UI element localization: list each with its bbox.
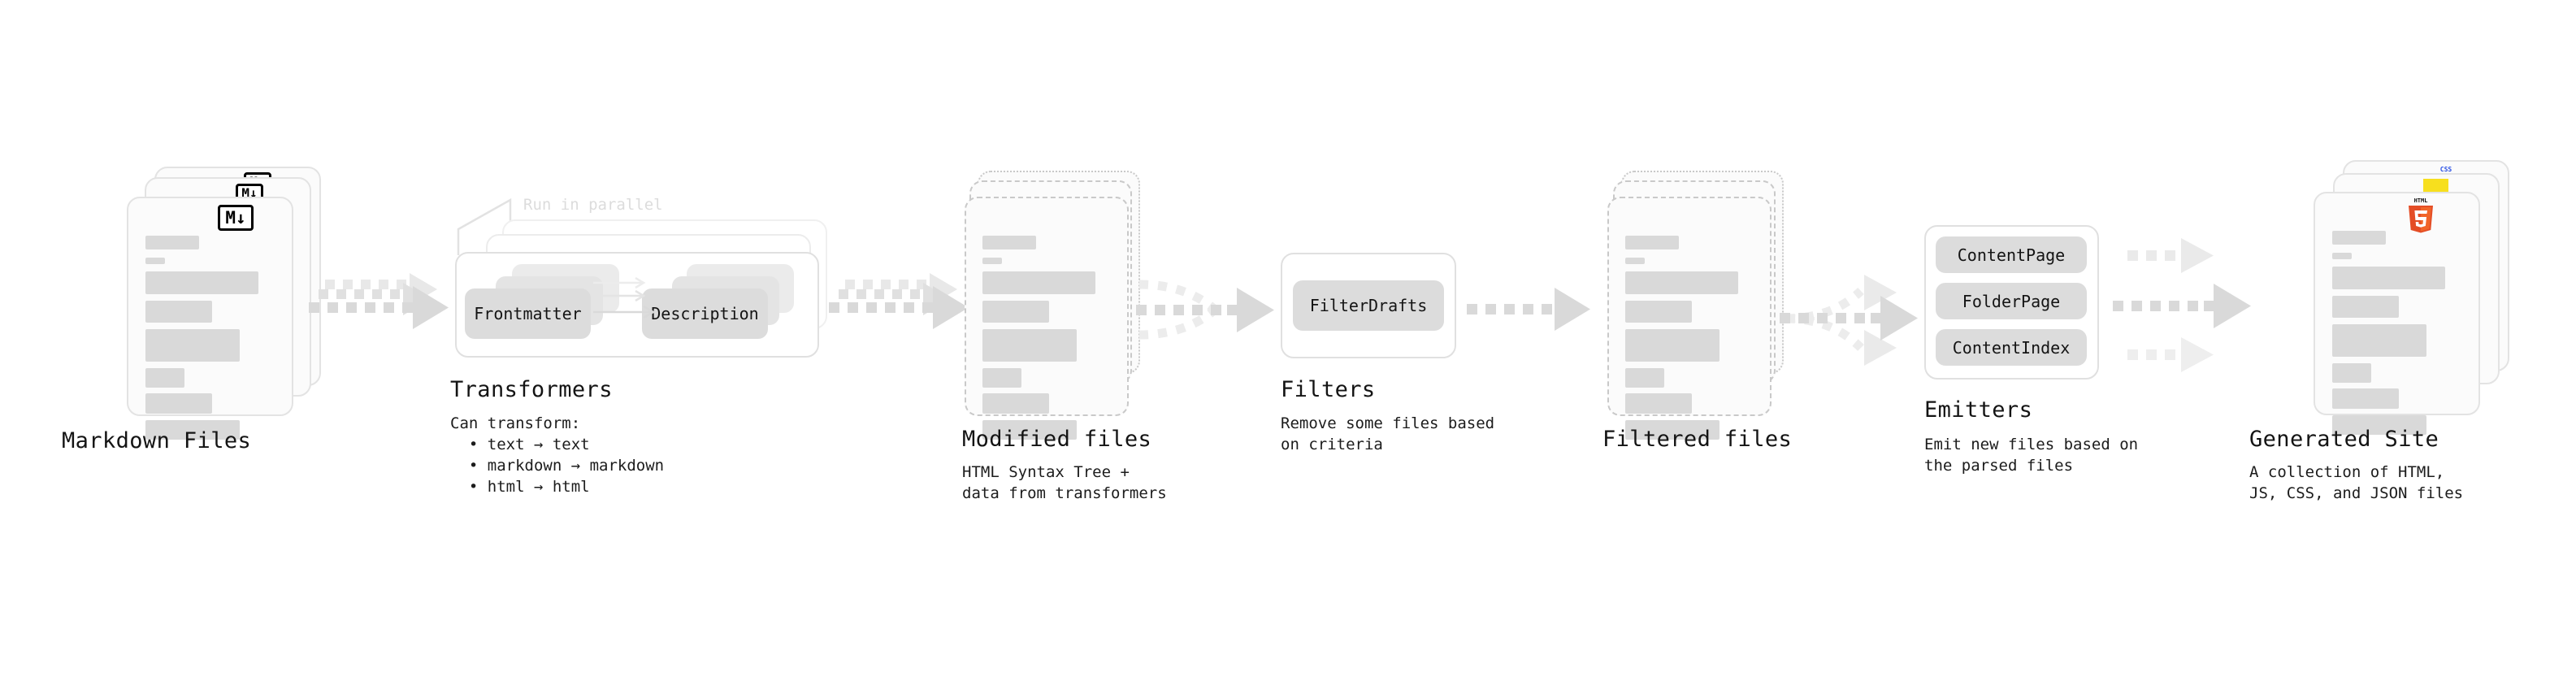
run-in-parallel-bracket bbox=[457, 197, 512, 255]
folder-page-chip[interactable]: FolderPage bbox=[1936, 283, 2087, 319]
arrow-emitters-to-site bbox=[2113, 238, 2251, 372]
filters-title: Filters bbox=[1281, 377, 1376, 402]
modified-files-title: Modified files bbox=[962, 427, 1152, 452]
skeleton-bar bbox=[145, 236, 199, 249]
skeleton-bar bbox=[982, 368, 1021, 388]
arrow-modified-to-filters bbox=[1136, 280, 1274, 340]
modified-files-subtitle: HTML Syntax Tree + data from transformer… bbox=[962, 463, 1167, 502]
skeleton-bar bbox=[982, 329, 1077, 362]
frontmatter-chip[interactable]: Frontmatter bbox=[465, 288, 591, 339]
emitters-subtitle: Emit new files based on the parsed files bbox=[1924, 436, 2139, 475]
skeleton-bar bbox=[1625, 236, 1679, 249]
skeleton-bar bbox=[1625, 420, 1720, 440]
filtered-files-title: Filtered files bbox=[1602, 427, 1793, 452]
html5-icon: HTML bbox=[2409, 197, 2433, 233]
skeleton-bar bbox=[1625, 329, 1720, 362]
skeleton-bar bbox=[145, 329, 240, 362]
skeleton-bar bbox=[1625, 301, 1692, 323]
skeleton-bar bbox=[982, 420, 1077, 440]
generated-site-title: Generated Site bbox=[2249, 427, 2439, 452]
skeleton-bar bbox=[145, 420, 240, 440]
transformer-inner-arrows bbox=[593, 276, 656, 319]
emitters-title: Emitters bbox=[1924, 397, 2033, 423]
arrow-transformers-to-modified bbox=[829, 273, 969, 329]
skeleton-bar bbox=[145, 258, 165, 264]
skeleton-bar bbox=[1625, 271, 1738, 294]
markdown-badge-front: M↓ bbox=[218, 205, 254, 231]
skeleton-bar bbox=[1625, 368, 1664, 388]
modified-file-card-front bbox=[965, 197, 1129, 440]
skeleton-bar bbox=[982, 301, 1049, 323]
skeleton-bar bbox=[145, 301, 212, 323]
content-index-chip[interactable]: ContentIndex bbox=[1936, 329, 2087, 366]
markdown-files-title: Markdown Files bbox=[62, 428, 252, 453]
skeleton-bar bbox=[145, 393, 212, 414]
generated-site-subtitle: A collection of HTML, JS, CSS, and JSON … bbox=[2249, 463, 2464, 502]
site-file-card-front bbox=[2314, 192, 2480, 435]
svg-text:HTML: HTML bbox=[2414, 197, 2428, 204]
transformers-title: Transformers bbox=[450, 377, 613, 402]
skeleton-bar bbox=[982, 236, 1036, 249]
skeleton-bar bbox=[2332, 296, 2399, 318]
skeleton-bar bbox=[2332, 253, 2352, 259]
skeleton-bar bbox=[145, 271, 258, 294]
description-chip[interactable]: Description bbox=[642, 288, 768, 339]
skeleton-bar bbox=[2332, 267, 2445, 289]
skeleton-bar bbox=[2332, 415, 2426, 435]
transformers-subtitle: Can transform: • text → text • markdown … bbox=[450, 414, 665, 496]
content-page-chip[interactable]: ContentPage bbox=[1936, 236, 2087, 273]
skeleton-bar bbox=[982, 393, 1049, 414]
skeleton-bar bbox=[2332, 363, 2371, 383]
skeleton-bar bbox=[2332, 324, 2426, 357]
run-in-parallel-label: Run in parallel bbox=[523, 196, 663, 214]
arrow-filtered-to-emitters bbox=[1780, 275, 1918, 366]
skeleton-bar bbox=[2332, 231, 2386, 245]
skeleton-bar bbox=[1625, 258, 1645, 264]
skeleton-bar bbox=[2332, 388, 2399, 409]
filter-drafts-chip[interactable]: FilterDrafts bbox=[1293, 280, 1444, 331]
arrow-markdown-to-transformers bbox=[309, 273, 449, 329]
skeleton-bar bbox=[982, 258, 1002, 264]
skeleton-bar bbox=[145, 368, 184, 388]
skeleton-bar bbox=[982, 271, 1095, 294]
markdown-file-card-front bbox=[127, 197, 293, 440]
filters-subtitle: Remove some files based on criteria bbox=[1281, 414, 1495, 453]
filtered-file-card-front bbox=[1607, 197, 1772, 440]
arrow-filters-to-filtered bbox=[1467, 288, 1590, 331]
skeleton-bar bbox=[1625, 393, 1692, 414]
